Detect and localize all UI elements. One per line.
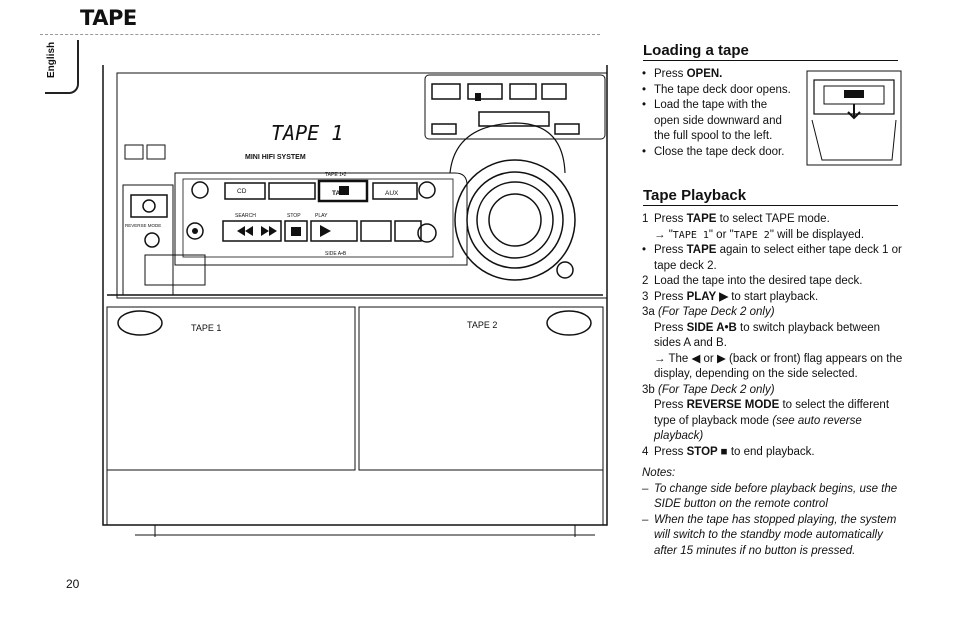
list-item: The tape deck door opens.	[642, 83, 792, 99]
tape12-label: TAPE 1•2	[325, 172, 347, 178]
playback-section-title: Tape Playback	[643, 187, 898, 206]
step-3b-heading: 3b (For Tape Deck 2 only)	[642, 383, 775, 396]
deck2-label: TAPE 2	[467, 320, 497, 330]
notes-title: Notes:	[642, 467, 676, 479]
display-text: TAPE 1	[271, 121, 343, 145]
aux-button-label: AUX	[385, 190, 399, 197]
tape-button-label: TAPE	[332, 190, 350, 197]
step-1-result: → "TAPE 1" or "TAPE 2" will be displayed…	[654, 228, 865, 241]
step-1-bullet: Press TAPE again to select either tape d…	[642, 243, 904, 274]
note-item: –To change side before playback begins, …	[642, 482, 898, 511]
list-item: Press OPEN.	[642, 67, 792, 83]
step-3a-result: → The ◀ or ▶ (back or front) flag appear…	[654, 352, 903, 381]
tape-deck-illustration: MINI HIFI SYSTEM CD TAPE AUX SEARCH STOP…	[102, 65, 608, 537]
side-ab-label: SIDE A•B	[325, 251, 347, 257]
cd-button-label: CD	[237, 188, 247, 195]
header-rule	[40, 34, 600, 35]
deck1-label: TAPE 1	[191, 323, 221, 333]
language-tab	[45, 40, 79, 94]
loading-section-title: Loading a tape	[643, 42, 898, 61]
step-3a-body: Press SIDE A•B to switch playback betwee…	[654, 321, 881, 350]
play-label: PLAY	[315, 213, 328, 219]
list-item: Press TAPE again to select either tape d…	[642, 243, 904, 274]
stop-label: STOP	[287, 213, 301, 219]
search-label: SEARCH	[235, 213, 256, 219]
page-title: TAPE	[80, 6, 137, 30]
step-3a-heading: 3a (For Tape Deck 2 only)	[642, 306, 775, 318]
list-item: Close the tape deck door.	[642, 145, 792, 161]
list-item: Load the tape with the open side downwar…	[642, 98, 792, 145]
cassette-loading-figure	[806, 70, 902, 166]
step-3b-body: Press REVERSE MODE to select the differe…	[654, 399, 890, 442]
language-tab-label: English	[46, 41, 57, 78]
model-label: MINI HIFI SYSTEM	[245, 154, 306, 161]
page-number: 20	[66, 577, 80, 591]
note-item: –When the tape has stopped playing, the …	[642, 513, 897, 557]
reverse-mode-label: REVERSE MODE	[125, 223, 161, 228]
loading-steps-list: Press OPEN. The tape deck door opens. Lo…	[642, 67, 792, 160]
